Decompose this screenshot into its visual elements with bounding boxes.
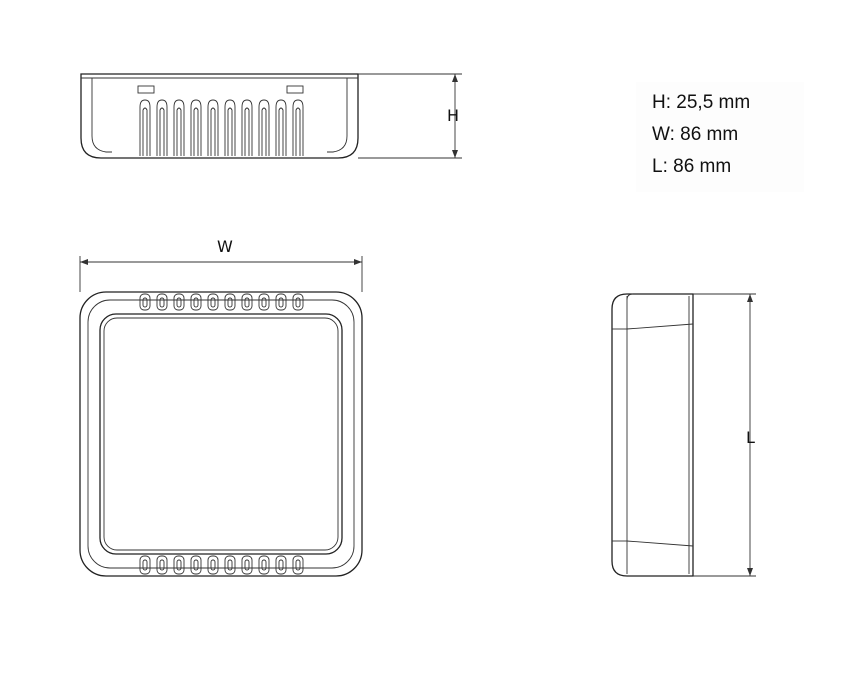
vent-slot [207,293,219,311]
side-profile-view [611,293,694,577]
vent-slot [292,293,304,311]
length-dimension: L [693,293,756,577]
width-dimension-label: W [217,237,233,256]
vent-slot [190,555,202,575]
vent-slot [156,293,168,311]
vent-slot [156,555,168,575]
clip-slot-left [137,85,155,94]
front-vent-row-bottom [139,555,304,575]
vent-slot [224,555,236,575]
vent-slot [241,99,253,156]
vent-slot [258,99,270,156]
vent-slot [292,99,304,156]
front-view [79,291,363,577]
side-vent-row [139,99,304,156]
vent-slot [156,99,168,156]
width-dimension: W [79,237,363,292]
vent-slot [139,555,151,575]
vent-slot [224,293,236,311]
side-elevation-view [80,73,359,159]
vent-slot [173,555,185,575]
clip-slot-right [286,85,304,94]
vent-slot [173,99,185,156]
vent-slot [275,293,287,311]
vent-slot [258,555,270,575]
vent-slot [207,99,219,156]
vent-slot [139,293,151,311]
vent-slot [275,555,287,575]
vent-slot [241,555,253,575]
vent-slot [190,99,202,156]
vent-slot [258,293,270,311]
front-face [99,313,343,555]
vent-slot [139,99,151,156]
vent-slot [207,555,219,575]
specifications-panel: H: 25,5 mm W: 86 mm L: 86 mm [636,82,804,192]
spec-width: W: 86 mm [652,124,739,145]
vent-slot [275,99,287,156]
length-dimension-label: L [746,428,755,447]
height-dimension-label: H [447,106,459,125]
height-dimension: H [358,73,462,159]
spec-length: L: 86 mm [652,156,732,177]
vent-slot [224,99,236,156]
vent-slot [190,293,202,311]
spec-height: H: 25,5 mm [652,92,751,113]
vent-slot [241,293,253,311]
vent-slot [292,555,304,575]
vent-slot [173,293,185,311]
front-vent-row-top [139,293,304,311]
